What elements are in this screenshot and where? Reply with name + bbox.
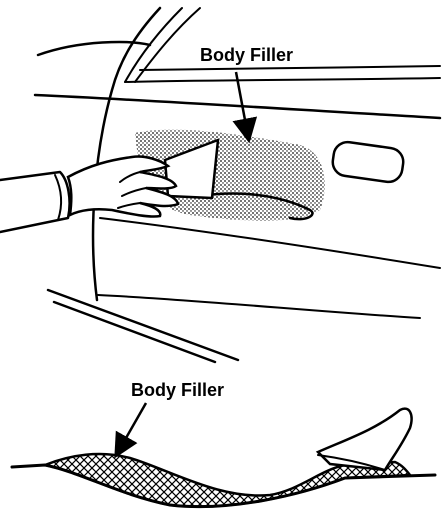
window-frame-2 xyxy=(134,7,201,83)
window-sill-2 xyxy=(139,65,441,71)
top-callout-arrow xyxy=(232,71,258,144)
hand-back xyxy=(66,155,180,218)
section-spreader xyxy=(315,407,413,472)
dent-contour xyxy=(198,192,314,221)
top-callout-label: Body Filler xyxy=(200,45,293,65)
window-sill xyxy=(124,77,441,83)
finger-crease-1 xyxy=(119,171,141,183)
car-panel-view: Body Filler xyxy=(0,6,442,364)
cuff-wrinkle xyxy=(54,174,63,221)
section-spreader-edge xyxy=(317,454,386,471)
bottom-callout-label: Body Filler xyxy=(131,380,224,400)
belt-line xyxy=(33,93,442,120)
lower-panel-line xyxy=(97,294,421,319)
finger-crease-2 xyxy=(121,187,147,197)
window-frame-1 xyxy=(124,7,183,83)
rocker-line-2 xyxy=(52,300,217,364)
body-crease xyxy=(99,217,441,269)
metal-surface xyxy=(10,463,437,509)
rocker-line-1 xyxy=(46,288,240,362)
roof-line xyxy=(36,40,152,57)
hand xyxy=(0,155,180,234)
cross-section-view: Body Filler xyxy=(10,380,437,509)
bottom-callout-arrow xyxy=(114,402,148,459)
pillar-outer xyxy=(91,6,162,302)
sleeve xyxy=(0,170,71,234)
side-marker-light xyxy=(331,140,405,184)
finger-crease-3 xyxy=(117,202,141,209)
